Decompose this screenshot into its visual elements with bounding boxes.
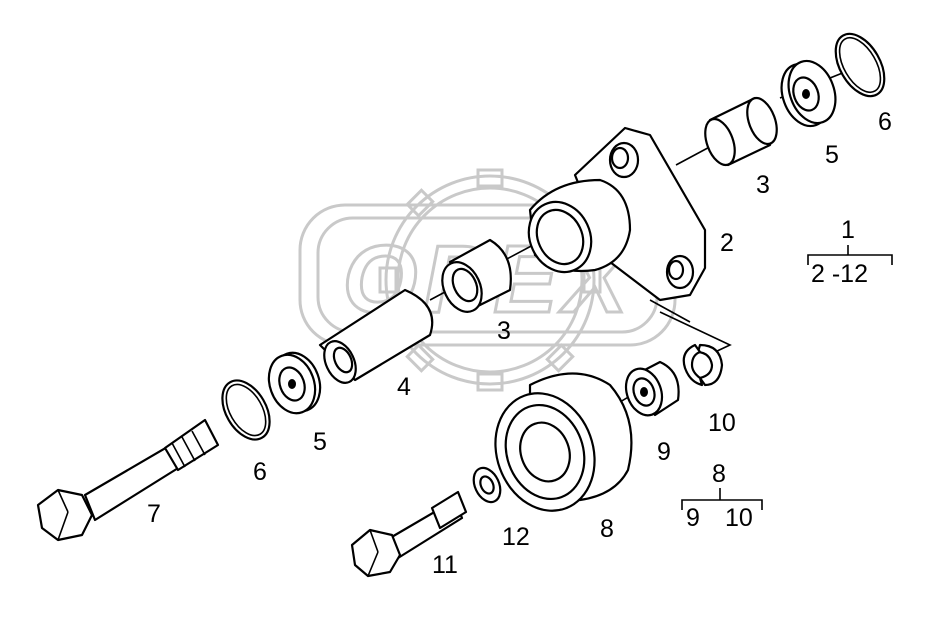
label-assembly-8-member-9: 9 xyxy=(686,504,700,532)
label-part-4: 4 xyxy=(397,373,411,401)
label-assembly-1-range: 2 -12 xyxy=(811,260,868,288)
sleeve xyxy=(318,288,434,384)
label-assembly-8: 8 xyxy=(712,460,726,488)
label-part-10: 10 xyxy=(708,409,736,437)
bolt-long xyxy=(36,418,220,542)
ring-lower xyxy=(221,379,271,441)
bearing xyxy=(624,360,680,417)
label-part-11: 11 xyxy=(432,551,458,579)
ring-upper xyxy=(834,32,886,98)
label-part-6-lower: 6 xyxy=(253,458,267,486)
bolt-short xyxy=(350,490,468,578)
bushing-upper xyxy=(704,96,778,167)
group-bracket-assembly-1 xyxy=(807,245,893,265)
label-part-3-lower: 3 xyxy=(497,317,511,345)
circlip xyxy=(682,343,724,387)
label-part-2: 2 xyxy=(720,229,734,257)
label-part-3-upper: 3 xyxy=(756,171,770,199)
seal-upper xyxy=(780,59,837,128)
label-part-8: 8 xyxy=(600,515,614,543)
label-part-5-upper: 5 xyxy=(825,141,839,169)
group-bracket-assembly-8 xyxy=(681,488,763,510)
label-assembly-8-member-10: 10 xyxy=(725,504,753,532)
housing-bracket xyxy=(527,126,707,302)
label-part-6-upper: 6 xyxy=(878,108,892,136)
washer xyxy=(472,466,502,504)
label-part-9: 9 xyxy=(657,438,671,466)
label-part-7: 7 xyxy=(147,500,161,528)
bushing-lower xyxy=(441,238,512,313)
label-assembly-1: 1 xyxy=(841,216,855,244)
label-part-12: 12 xyxy=(502,523,530,551)
seal-lower xyxy=(267,351,322,415)
label-part-5-lower: 5 xyxy=(313,428,327,456)
pulley xyxy=(494,372,633,512)
